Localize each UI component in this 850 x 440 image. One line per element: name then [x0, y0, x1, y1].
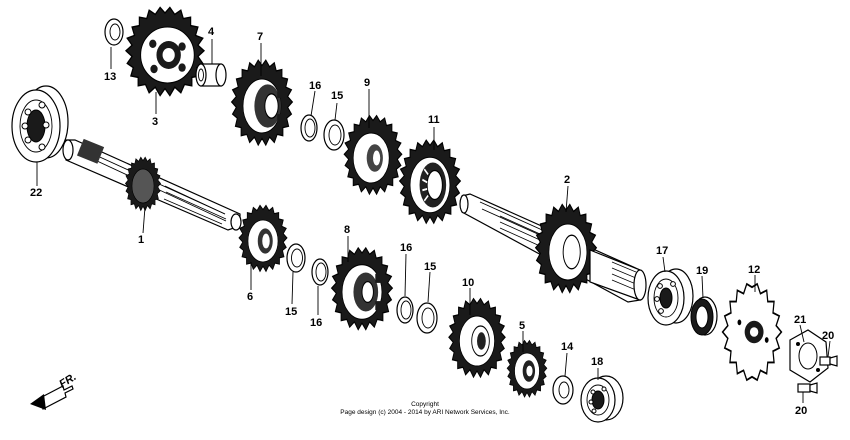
callout-19: 19 — [696, 265, 708, 277]
countershaft-2 — [459, 193, 647, 303]
circlip-16-right — [396, 296, 414, 324]
washer-13 — [104, 18, 124, 46]
callout-15-top: 15 — [331, 90, 343, 102]
bolt-20-right — [819, 355, 838, 367]
callout-6: 6 — [247, 291, 253, 303]
copyright-text: Page design (c) 2004 - 2014 by ARI Netwo… — [340, 409, 510, 416]
leader-lines — [36, 39, 831, 403]
gear-10 — [448, 297, 506, 378]
gear-9 — [343, 114, 403, 195]
fixing-plate-21 — [789, 329, 829, 383]
washer-15-right — [416, 302, 438, 334]
bearing-18 — [580, 375, 624, 423]
callout-7: 7 — [257, 31, 263, 43]
callout-15-right: 15 — [424, 261, 436, 273]
callout-20-bottom: 20 — [795, 405, 807, 417]
callout-16-right: 16 — [400, 242, 412, 254]
gear-7 — [230, 59, 294, 146]
washer-14 — [552, 375, 574, 405]
callouts: 13 3 4 7 16 15 9 11 22 1 2 8 16 15 17 19… — [30, 26, 834, 417]
washer-15-left — [286, 243, 306, 273]
callout-14: 14 — [561, 341, 574, 353]
gear-3 — [125, 6, 205, 97]
mainshaft-1 — [62, 138, 242, 231]
callout-4: 4 — [208, 26, 215, 38]
bearing-22 — [11, 85, 69, 163]
oil-seal-19 — [690, 296, 718, 336]
bearing-17 — [647, 268, 694, 326]
sprocket-12 — [721, 282, 783, 382]
callout-9: 9 — [364, 77, 370, 89]
gear-11 — [398, 139, 462, 224]
washer-15-top — [323, 119, 345, 151]
callout-18: 18 — [591, 356, 603, 368]
copyright-title: Copyright — [411, 401, 439, 408]
gear-6 — [238, 204, 288, 272]
callout-10: 10 — [462, 277, 474, 289]
callout-11: 11 — [428, 114, 440, 126]
bolt-20-bottom — [797, 382, 818, 394]
callout-2: 2 — [564, 174, 570, 186]
gear-8 — [330, 247, 394, 331]
callout-1: 1 — [138, 234, 144, 246]
callout-3: 3 — [152, 116, 158, 128]
front-direction-arrow — [30, 385, 74, 410]
callout-20-right: 20 — [822, 330, 834, 342]
callout-13: 13 — [104, 71, 116, 83]
callout-15-left: 15 — [285, 306, 297, 318]
copyright-notice: Copyright Page design (c) 2004 - 2014 by… — [0, 401, 850, 417]
circlip-16-left — [311, 258, 329, 286]
callout-17: 17 — [656, 245, 668, 257]
callout-16-left: 16 — [310, 317, 322, 329]
gear-5 — [506, 339, 548, 398]
callout-8: 8 — [344, 224, 350, 236]
bushing-4 — [195, 63, 227, 87]
circlip-16-top — [300, 114, 318, 142]
callout-5: 5 — [519, 320, 525, 332]
callout-16-top: 16 — [309, 80, 321, 92]
callout-12: 12 — [748, 264, 760, 276]
callout-21: 21 — [794, 314, 806, 326]
callout-22: 22 — [30, 187, 42, 199]
